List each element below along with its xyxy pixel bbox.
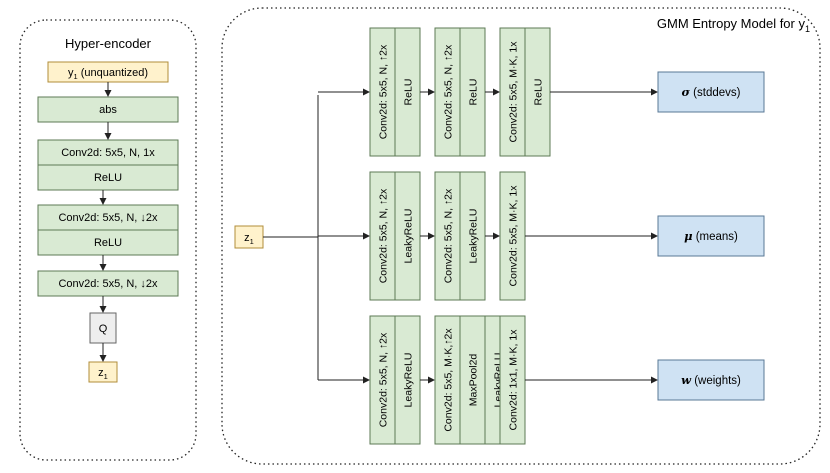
hyper-output-box (88, 361, 118, 383)
conv3-block (37, 270, 179, 297)
row-1-block-3-part-2 (524, 27, 551, 157)
output-label-2: μ (means) (684, 229, 738, 243)
row-3-block-1-label-2: LeakyReLU (403, 353, 415, 408)
row-1-block-2-label-2: ReLU (468, 79, 480, 106)
abs-block (37, 96, 179, 123)
row-2-block-2-label-2: LeakyReLU (468, 209, 480, 264)
abs-label: abs (99, 104, 117, 116)
output-box-1 (657, 71, 765, 113)
row-2-block-1-label-2: LeakyReLU (403, 209, 415, 264)
row-1-block-1-part-2 (394, 27, 421, 157)
relu1-block (37, 164, 179, 191)
row-3-block-2-part-2 (459, 315, 486, 445)
row-2-block-1-part-1 (369, 171, 396, 301)
output-box-3 (657, 359, 765, 401)
row-3-block-2-part-1 (434, 315, 461, 445)
conv1-block (37, 139, 179, 166)
row-1-block-1-label-2: ReLU (403, 79, 415, 106)
row-3-block-2-label-2: MaxPool2d (468, 354, 480, 407)
gmm-title: GMM Entropy Model for y1 (657, 16, 810, 34)
row-1-block-1-part-1 (369, 27, 396, 157)
row-1-block-3-label-1: Conv2d: 5x5, M·K, 1x (508, 41, 520, 143)
quantizer-block (89, 312, 117, 344)
quantizer-label: Q (99, 323, 108, 335)
conv3-label: Conv2d: 5x5, N, ↓2x (58, 278, 158, 290)
output-box-2 (657, 215, 765, 257)
row-1-block-2-part-2 (459, 27, 486, 157)
row-3-block-1-part-1 (369, 315, 396, 445)
gmm-panel (221, 7, 821, 465)
hyper-encoder-arrows (99, 82, 112, 362)
gmm-row-2: Conv2d: 5x5, N, ↑2x LeakyReLU Conv2d: 5x5,… (318, 171, 765, 301)
row-2-block-3-label-1: Conv2d: 5x5, M·K, 1x (508, 185, 520, 287)
row-3-block-3-label-1: Conv2d: 1x1, M·K, 1x (508, 329, 520, 431)
gmm-row-1: Conv2d: 5x5, N, ↑2x ReLU Conv2d: 5x5, N, ↑… (318, 27, 765, 157)
hyper-encoder-title: Hyper-encoder (65, 36, 152, 51)
row-2-block-2-label-1: Conv2d: 5x5, N, ↑2x (443, 188, 455, 283)
gmm-rows: Conv2d: 5x5, N, ↑2x ReLU Conv2d: 5x5, N, ↑… (318, 27, 765, 445)
row-3-block-3-part-1 (499, 315, 526, 445)
conv2-label: Conv2d: 5x5, N, ↓2x (58, 212, 158, 224)
row-1-block-1-label-1: Conv2d: 5x5, N, ↑2x (378, 44, 390, 139)
row-1-block-2-label-1: Conv2d: 5x5, N, ↑2x (443, 44, 455, 139)
hyper-output-label: z1 (98, 367, 108, 381)
gmm-input-label: z1 (244, 232, 254, 246)
row-2-block-3-part-1 (499, 171, 526, 301)
gmm-branch-lines (263, 95, 319, 380)
hyper-input-label: y1 (unquantized) (68, 67, 148, 81)
row-3-block-2-label-1: Conv2d: 5x5, M·K,↑2x (443, 328, 455, 432)
row-2-block-1-label-1: Conv2d: 5x5, N, ↑2x (378, 188, 390, 283)
output-label-1: σ (stddevs) (682, 85, 741, 99)
row-1-block-3-part-1 (499, 27, 526, 157)
output-label-3: w (weights) (681, 373, 741, 387)
row-3-block-1-label-1: Conv2d: 5x5, N, ↑2x (378, 332, 390, 427)
row-3-block-1-part-2 (394, 315, 421, 445)
relu2-label: ReLU (94, 237, 122, 249)
relu2-block (37, 229, 179, 256)
row-2-block-2-part-2 (459, 171, 486, 301)
relu1-label: ReLU (94, 172, 122, 184)
row-2-block-2-part-1 (434, 171, 461, 301)
row-1-block-3-label-2: ReLU (533, 79, 545, 106)
gmm-row-3: Conv2d: 5x5, N, ↑2x LeakyReLU Conv2d: 5x5,… (318, 315, 765, 445)
conv1-label: Conv2d: 5x5, N, 1x (61, 147, 155, 159)
row-2-block-1-part-2 (394, 171, 421, 301)
